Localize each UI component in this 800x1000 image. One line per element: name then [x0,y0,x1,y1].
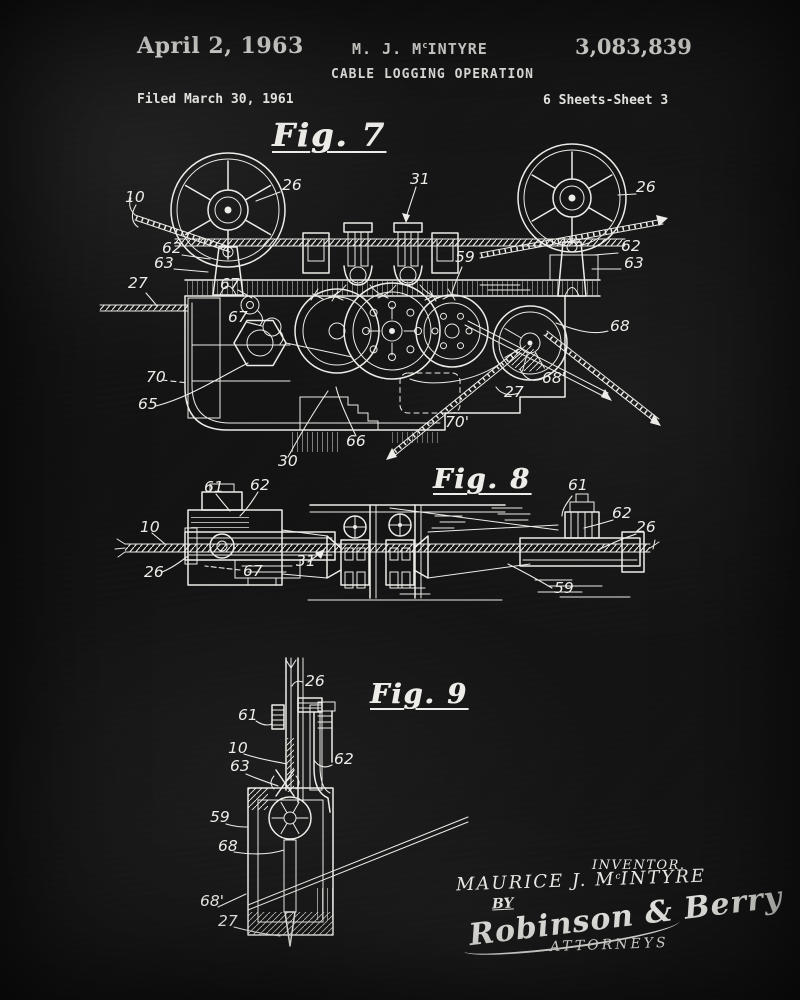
filing-date: Filed March 30, 1961 [137,92,294,107]
right-diagonal-cable [479,215,668,259]
ref-label-61-left: 61 [204,478,224,496]
ref-label-63-left: 63 [154,254,174,272]
ref-label-62: 62 [334,750,354,768]
fig8-shading-dashes [394,507,631,598]
ref-label-67: 67 [243,562,263,580]
ref-label-59: 59 [455,248,475,266]
ref-label-63-right: 63 [624,254,644,272]
left-reel-spokes [184,160,272,260]
fig8-leader-lines [151,491,637,589]
fig9-winch-wheel [268,796,312,840]
patent-date: April 2, 1963 [137,33,304,59]
ref-label-10: 10 [140,518,160,536]
ref-label-68-prime: 68' [200,892,224,910]
ref-label-10: 10 [125,188,145,206]
fig8-right-assembly [519,493,645,573]
diagonal-brace [464,320,612,401]
ref-label-65: 65 [138,395,158,413]
ref-label-26-left: 26 [282,176,302,194]
fig9-title: Fig. 9 [370,679,468,710]
fig9-drawing: 26 61 10 63 62 59 68 68' 27 [200,657,469,947]
right-reel [517,143,627,297]
ref-label-10: 10 [228,739,248,757]
ref-label-31: 31 [410,170,430,188]
hex-bearing [233,319,287,367]
attorneys-label: ATTORNEYS [549,934,669,956]
ref-label-68: 68 [610,317,630,335]
inventor-signature-name: MAURICE J. McINTYRE [456,866,707,896]
inventor-superscript: c [422,41,428,51]
ref-label-68: 68 [218,837,238,855]
ref-label-30: 30 [278,452,298,470]
patent-number: 3,083,839 [575,34,692,59]
fig8-title: Fig. 8 [433,464,531,495]
ref-label-70-prime: 70' [445,413,469,431]
inventor-name-prefix: MAURICE J. M [455,868,616,896]
ref-label-67-b: 67 [228,308,248,326]
sheet-number: 6 Sheets-Sheet 3 [543,93,669,108]
chain-links [240,295,284,345]
clamp-unit-b [377,222,439,299]
ref-label-26-right: 26 [636,178,656,196]
inventor-caption: INVENTOR. [592,858,686,873]
ref-label-26-right: 26 [636,518,656,536]
ref-label-59: 59 [210,808,230,826]
clamp-assembly [302,222,459,302]
fig8-left-assembly [184,483,336,586]
ref-label-59: 59 [554,579,574,597]
ref-label-27-left: 27 [128,274,148,292]
fig9-cable-clamp [270,769,300,797]
ref-label-61-right: 61 [568,476,588,494]
rope-down-right [543,330,661,426]
fig9-leader-lines [217,680,333,937]
rope-down-left [386,348,522,460]
left-reel [170,152,286,296]
ref-label-63: 63 [230,757,250,775]
ref-label-68-prime: 68' [542,369,566,387]
fig8-clamp-b [385,513,429,589]
fig8-clamp-a [326,515,370,589]
ref-label-62-left: 62 [250,476,270,494]
ref-label-62-right: 62 [612,504,632,522]
patent-title: CABLE LOGGING OPERATION [331,67,535,82]
fig7-leader-lines [131,186,637,458]
deck-rail [184,254,601,297]
fig8-capstan [564,493,600,539]
ref-label-62-right: 62 [621,237,641,255]
ref-label-67-a: 67 [220,275,240,293]
ref-label-66: 66 [346,432,366,450]
ref-label-27: 27 [218,912,238,930]
fig8-drawing: 61 62 10 26 67 31 61 62 26 59 [114,476,660,601]
ref-label-27-mid: 27 [504,383,524,401]
fig7-title: Fig. 7 [272,116,386,154]
clamp-unit-a [327,222,389,299]
fig9-sheave [270,657,336,813]
ref-label-31: 31 [296,552,316,570]
inventor-prefix: M. J. M [352,40,423,58]
by-label: BY [491,895,514,913]
inventor-suffix: INTYRE [427,40,488,58]
inventor-name-suffix: INTYRE [620,865,707,890]
step-hatch [299,396,379,431]
ref-label-26-left: 26 [144,563,164,581]
ref-label-62-left: 62 [162,239,182,257]
fig8-center-clamps [281,504,559,601]
drum-center [343,282,441,380]
fig9-base-box [247,787,469,947]
left-diagonal-cable [129,197,231,253]
inventor-name-header: M. J. McINTYRE [352,40,488,58]
ref-label-26: 26 [305,672,325,690]
main-cable [174,238,626,247]
fig7-drawing: 10 26 31 26 62 63 62 63 27 67 67 59 68 6… [99,143,668,470]
ref-label-61: 61 [238,706,258,724]
ref-label-70: 70 [146,368,166,386]
left-lower-cable [99,304,189,312]
